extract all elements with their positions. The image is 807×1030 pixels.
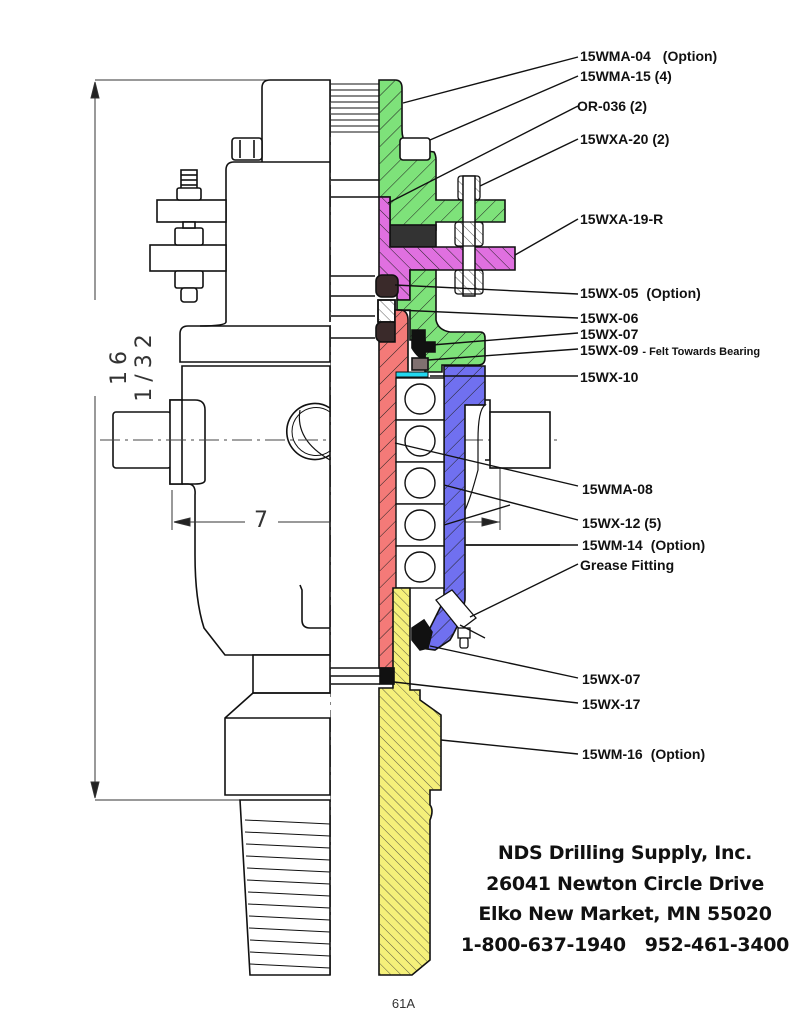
callout-15wx-09: 15WX-09- Felt Towards Bearing	[580, 343, 760, 358]
callout-part: 15WX-07	[582, 671, 641, 687]
company-city: Elko New Market, MN 55020	[478, 903, 772, 925]
callout-15wxa-20: 15WXA-20 (2)	[580, 132, 669, 146]
callout-part: 15WXA-19-R	[580, 211, 664, 227]
callout-part: 15WMA-04	[580, 48, 651, 64]
callout-15wx-17: 15WX-17	[582, 697, 640, 711]
callout-15wx-07-upper: 15WX-07	[580, 327, 638, 341]
callout-part: 15WM-14	[582, 537, 643, 553]
grease-fitting	[435, 589, 486, 649]
callout-note: (Option)	[646, 285, 701, 301]
company-address-block: NDS Drilling Supply, Inc. 26041 Newton C…	[460, 838, 790, 960]
stud-left	[174, 169, 204, 303]
stud-right	[454, 175, 484, 297]
company-phones: 1-800-637-1940 952-461-3400	[460, 933, 790, 956]
callout-15wx-05: 15WX-05 (Option)	[580, 286, 701, 300]
height-dimension-label: 16 1/32	[107, 328, 157, 402]
callout-note: (Option)	[662, 48, 718, 64]
callout-part: 15WX-05	[580, 285, 639, 301]
callout-part: 15WMA-15 (4)	[580, 68, 672, 84]
callout-15wx-12: 15WX-12 (5)	[582, 516, 661, 530]
callout-part: 15WMA-08	[582, 481, 653, 497]
exterior-elevation	[112, 79, 331, 976]
callout-part: 15WX-06	[580, 310, 639, 326]
cap-threads	[331, 83, 379, 133]
callout-part: 15WX-10	[580, 369, 639, 385]
callout-15wx-10: 15WX-10	[580, 370, 638, 384]
callout-part: Grease Fitting	[580, 557, 675, 573]
callout-15wx-07-lower: 15WX-07	[582, 672, 640, 686]
bearing-stack	[395, 377, 445, 589]
callout-note: - Felt Towards Bearing	[642, 346, 761, 358]
callout-15wma-08: 15WMA-08	[582, 482, 653, 496]
cross-section	[331, 79, 560, 976]
callout-15wx-06: 15WX-06	[580, 311, 638, 325]
callout-grease-fitting: Grease Fitting	[580, 558, 674, 572]
callout-part: OR-036 (2)	[577, 98, 648, 114]
leader-lines	[387, 56, 579, 755]
callout-15wm-14: 15WM-14 (Option)	[582, 538, 705, 552]
callout-part: 15WX-17	[582, 696, 641, 712]
callout-or-036: OR-036 (2)	[577, 99, 647, 113]
callout-note: (Option)	[650, 746, 706, 762]
callout-15wma-15: 15WMA-15 (4)	[580, 69, 672, 83]
callout-part: 15WX-07	[580, 326, 639, 342]
page-number: 61A	[391, 996, 416, 1011]
callout-part: 15WM-16	[582, 746, 643, 762]
callout-15wxa-19-r: 15WXA-19-R	[580, 212, 663, 226]
callout-15wm-16: 15WM-16 (Option)	[582, 747, 705, 761]
callout-15wma-04: 15WMA-04 (Option)	[580, 49, 717, 63]
callout-part: 15WX-09	[580, 342, 639, 358]
width-dimension-label: 7	[254, 508, 268, 533]
callout-note: (Option)	[650, 537, 706, 553]
company-street: 26041 Newton Circle Drive	[486, 872, 764, 895]
callout-part: 15WX-12 (5)	[582, 515, 662, 531]
pin-threads	[244, 819, 331, 969]
callout-part: 15WXA-20 (2)	[580, 131, 670, 147]
company-name: NDS Drilling Supply, Inc.	[497, 842, 753, 864]
